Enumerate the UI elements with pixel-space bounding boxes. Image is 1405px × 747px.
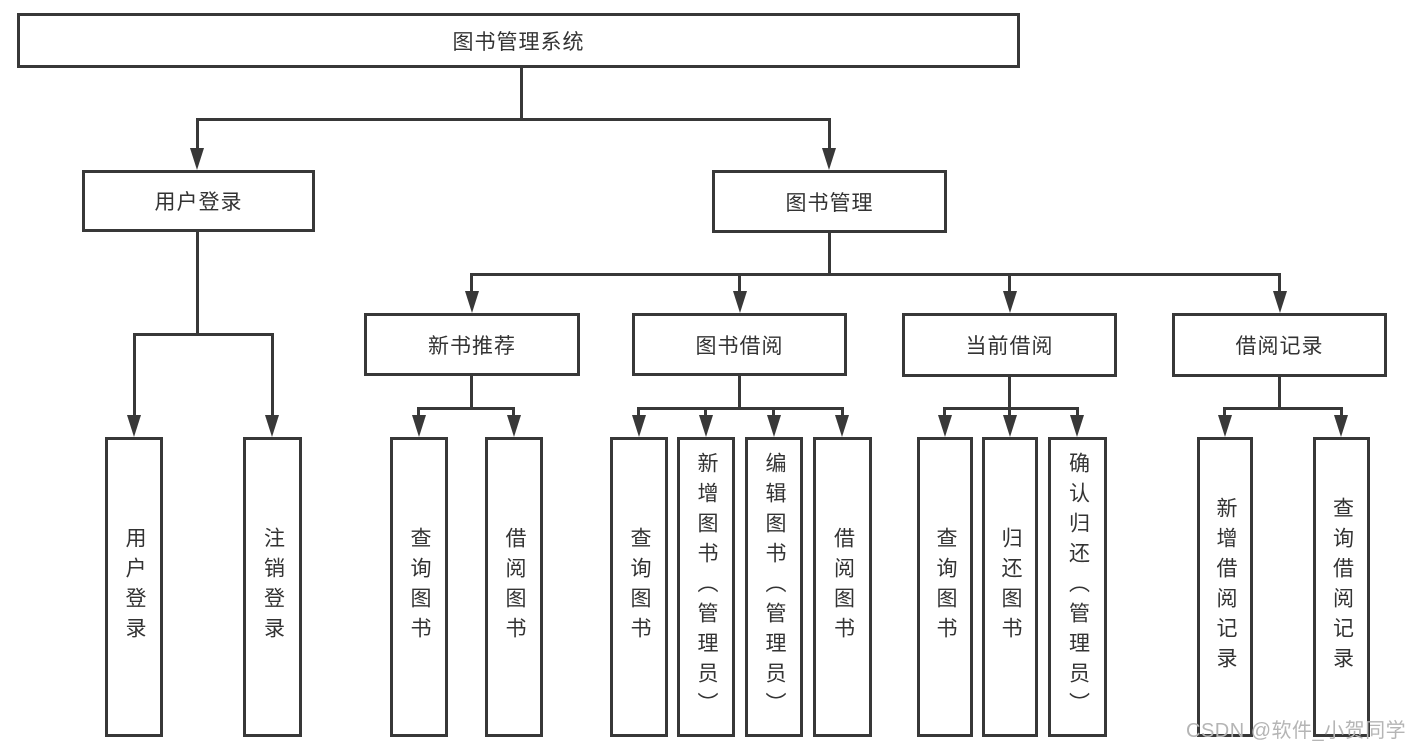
arrow-down-icon	[127, 415, 141, 437]
arrow-down-icon	[190, 148, 204, 170]
connector-line	[470, 273, 473, 295]
leaf-query-books-recommend-label: 查询图书	[408, 527, 431, 647]
leaf-query-books-current: 查询图书	[917, 437, 973, 737]
connector-line	[134, 333, 274, 336]
connector-line	[1008, 376, 1011, 410]
node-book-management-label: 图书管理	[785, 191, 874, 215]
arrow-down-icon	[1334, 415, 1348, 437]
connector-line	[1225, 407, 1342, 410]
arrow-down-icon	[699, 415, 713, 437]
arrow-down-icon	[1003, 415, 1017, 437]
node-root-label: 图书管理系统	[452, 30, 585, 54]
arrow-down-icon	[835, 415, 849, 437]
connector-line	[1278, 376, 1281, 410]
leaf-user-login: 用户登录	[105, 437, 163, 737]
arrow-down-icon	[632, 415, 646, 437]
node-user-login-label: 用户登录	[154, 191, 243, 214]
leaf-add-books-admin-label: 新增图书（管理员）	[695, 452, 718, 722]
leaf-user-login-label: 用户登录	[123, 527, 146, 647]
connector-line	[738, 376, 741, 410]
connector-line	[704, 407, 707, 419]
leaf-add-borrow-record-label: 新增借阅记录	[1214, 497, 1237, 677]
node-root: 图书管理系统	[17, 13, 1020, 68]
node-borrow-records: 借阅记录	[1172, 313, 1387, 377]
connector-line	[419, 407, 515, 410]
node-book-borrow-label: 图书借阅	[695, 334, 784, 358]
leaf-query-books-recommend: 查询图书	[390, 437, 448, 737]
leaf-add-borrow-record: 新增借阅记录	[1197, 437, 1253, 737]
leaf-confirm-return-admin: 确认归还（管理员）	[1048, 437, 1107, 737]
arrow-down-icon	[507, 415, 521, 437]
leaf-query-books-borrow-label: 查询图书	[628, 527, 651, 647]
connector-line	[512, 407, 515, 419]
leaf-borrow-books-label: 借阅图书	[831, 527, 855, 647]
node-book-management: 图书管理	[712, 170, 947, 233]
arrow-down-icon	[465, 291, 479, 313]
arrow-down-icon	[412, 415, 426, 437]
connector-line	[1008, 273, 1011, 295]
leaf-borrow-books-recommend: 借阅图书	[485, 437, 543, 737]
leaf-query-borrow-record-label: 查询借阅记录	[1330, 497, 1354, 677]
connector-line	[271, 333, 274, 417]
connector-line	[196, 232, 199, 336]
node-new-book-recommend: 新书推荐	[364, 313, 580, 376]
node-book-borrow: 图书借阅	[632, 313, 847, 376]
leaf-borrow-books-recommend-label: 借阅图书	[503, 527, 526, 647]
node-user-login: 用户登录	[82, 170, 315, 232]
connector-line	[637, 407, 640, 419]
leaf-edit-books-admin-label: 编辑图书（管理员）	[763, 452, 786, 722]
node-new-book-recommend-label: 新书推荐	[428, 334, 516, 358]
node-current-borrow: 当前借阅	[902, 313, 1117, 377]
connector-line	[471, 273, 1281, 276]
csdn-watermark: CSDN @软件_小贺同学	[1186, 720, 1405, 742]
connector-line	[738, 273, 741, 295]
arrow-down-icon	[822, 148, 836, 170]
connector-line	[196, 118, 199, 151]
leaf-logout-login-label: 注销登录	[261, 527, 285, 647]
connector-line	[133, 333, 136, 417]
leaf-confirm-return-admin-label: 确认归还（管理员）	[1066, 452, 1090, 722]
leaf-query-books-borrow: 查询图书	[610, 437, 668, 737]
connector-line	[197, 118, 831, 121]
leaf-logout-login: 注销登录	[243, 437, 302, 737]
connector-line	[828, 233, 831, 276]
arrow-down-icon	[938, 415, 952, 437]
arrow-down-icon	[1070, 415, 1084, 437]
connector-line	[945, 407, 1078, 410]
leaf-edit-books-admin: 编辑图书（管理员）	[745, 437, 803, 737]
node-borrow-records-label: 借阅记录	[1235, 335, 1324, 358]
connector-line	[1340, 407, 1343, 419]
arrow-down-icon	[265, 415, 279, 437]
leaf-borrow-books: 借阅图书	[813, 437, 872, 737]
arrow-down-icon	[767, 415, 781, 437]
connector-line	[1008, 407, 1011, 419]
connector-line	[943, 407, 946, 419]
arrow-down-icon	[1273, 291, 1287, 313]
connector-line	[1278, 273, 1281, 295]
connector-line	[1076, 407, 1079, 419]
leaf-query-books-current-label: 查询图书	[934, 527, 957, 647]
leaf-query-borrow-record: 查询借阅记录	[1313, 437, 1370, 737]
connector-line	[417, 407, 420, 419]
arrow-down-icon	[1003, 291, 1017, 313]
node-current-borrow-label: 当前借阅	[965, 335, 1054, 358]
connector-line	[639, 407, 843, 410]
leaf-return-books-label: 归还图书	[999, 527, 1022, 647]
leaf-return-books: 归还图书	[982, 437, 1038, 737]
arrow-down-icon	[733, 291, 747, 313]
connector-line	[520, 68, 523, 120]
connector-line	[828, 118, 831, 151]
connector-line	[470, 376, 473, 410]
arrow-down-icon	[1218, 415, 1232, 437]
connector-line	[1223, 407, 1226, 419]
connector-line	[772, 407, 775, 419]
connector-line	[841, 407, 844, 419]
leaf-add-books-admin: 新增图书（管理员）	[677, 437, 735, 737]
